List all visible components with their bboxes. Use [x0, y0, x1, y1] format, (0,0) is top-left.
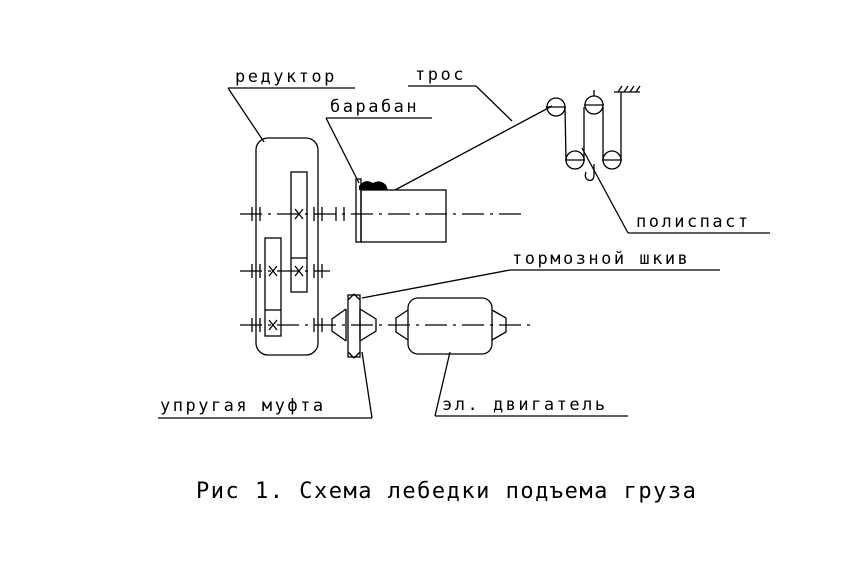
pulley-block	[546, 85, 641, 182]
figure-caption: Рис 1. Схема лебедки подъема груза	[196, 479, 697, 504]
label-cable: трос	[415, 65, 466, 85]
label-brake-pulley: тормозной шкив	[512, 249, 690, 269]
drum	[355, 178, 447, 243]
electric-motor	[395, 297, 507, 355]
label-elastic-coupling: упругая муфта	[160, 396, 326, 416]
label-electric-motor: эл. двигатель	[442, 395, 608, 415]
bearings	[251, 207, 345, 332]
coupling	[331, 293, 377, 359]
label-drum: барабан	[330, 97, 419, 117]
reducer-housing	[255, 137, 319, 356]
gear-lower	[264, 237, 282, 337]
label-reducer: редуктор	[235, 67, 337, 87]
gear-upper	[290, 171, 308, 293]
leader-lines	[158, 85, 770, 419]
label-pulley-block: полиспаст	[636, 212, 751, 232]
cable	[394, 105, 553, 191]
shaft-centerlines	[240, 213, 530, 326]
